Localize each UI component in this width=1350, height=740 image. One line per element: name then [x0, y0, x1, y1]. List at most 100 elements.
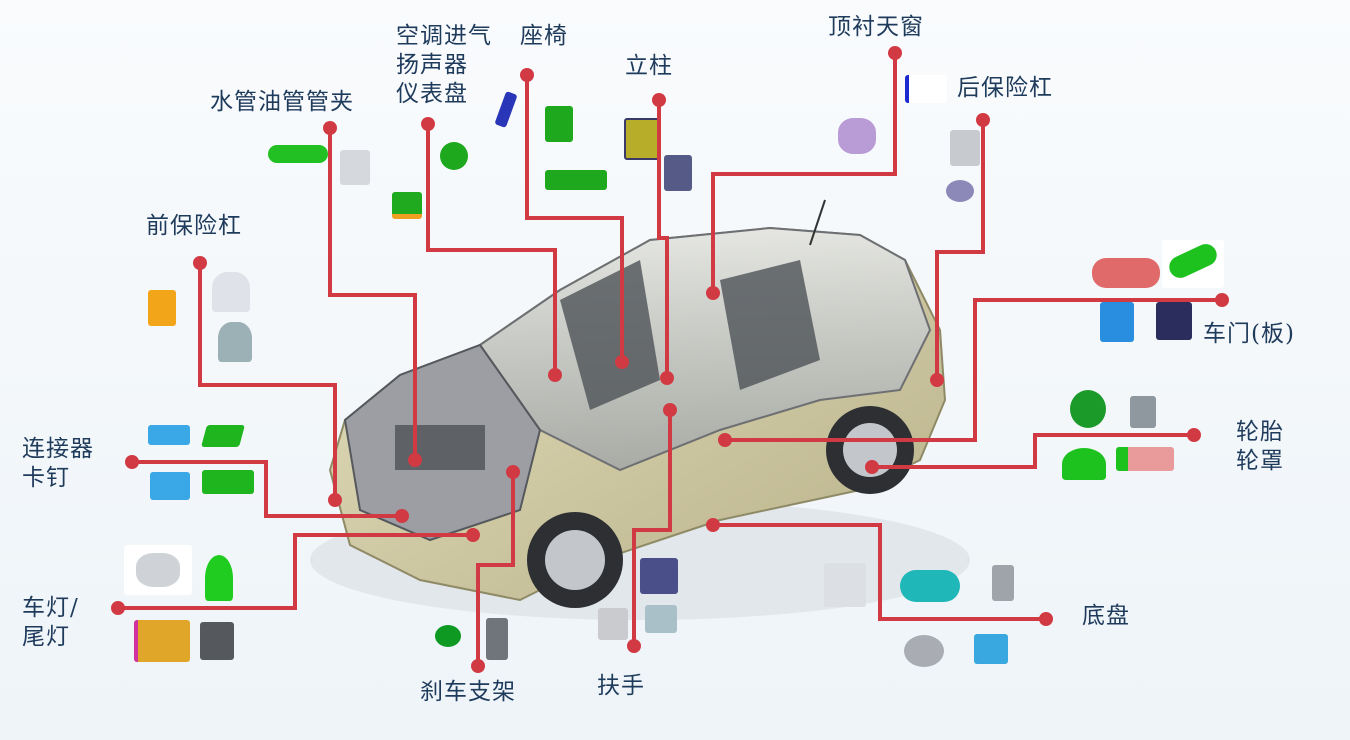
leader-line-lamp [118, 533, 473, 610]
anchor-dot [408, 453, 422, 467]
part-thumbnail [624, 118, 660, 160]
label-armrest: 扶手 [597, 673, 645, 699]
anchor-dot [466, 528, 480, 542]
part-thumbnail [1162, 240, 1224, 288]
leader-line-tire [872, 433, 1194, 469]
leader-line-brake [476, 472, 515, 666]
part-thumbnail [392, 192, 422, 219]
part-thumbnail [134, 620, 190, 662]
leader-line-headliner [711, 53, 897, 293]
anchor-dot [323, 121, 337, 135]
label-connector-clip: 连接器 卡钉 [22, 436, 94, 491]
leader-line-front-bumper [198, 263, 337, 500]
label-front-bumper: 前保险杠 [146, 213, 242, 239]
anchor-dot [520, 68, 534, 82]
anchor-dot [976, 113, 990, 127]
leader-line-connector [132, 460, 402, 518]
part-thumbnail [824, 563, 866, 607]
anchor-dot [1215, 293, 1229, 307]
part-thumbnail [838, 118, 876, 154]
label-door-panel: 车门(板) [1203, 321, 1295, 347]
part-thumbnail [268, 145, 328, 163]
anchor-dot [718, 433, 732, 447]
anchor-dot [706, 518, 720, 532]
part-thumbnail [598, 608, 628, 640]
label-pillar: 立柱 [625, 53, 673, 79]
anchor-dot [421, 117, 435, 131]
part-thumbnail [435, 625, 461, 647]
part-thumbnail [340, 150, 370, 185]
anchor-dot [865, 460, 879, 474]
part-thumbnail [950, 130, 980, 166]
part-thumbnail [440, 142, 468, 170]
part-thumbnail [150, 472, 190, 500]
label-pipe-clamp: 水管油管管夹 [210, 89, 354, 115]
antenna [809, 199, 826, 246]
part-thumbnail [1156, 302, 1192, 340]
anchor-dot [652, 93, 666, 107]
leader-line-armrest [632, 410, 672, 646]
anchor-dot [125, 455, 139, 469]
label-lamp: 车灯/ 尾灯 [22, 595, 79, 650]
anchor-dot [193, 256, 207, 270]
part-thumbnail [545, 106, 573, 142]
anchor-dot [328, 493, 342, 507]
anchor-dot [660, 371, 674, 385]
anchor-dot [706, 286, 720, 300]
front-seat [560, 260, 660, 410]
anchor-dot [663, 403, 677, 417]
part-thumbnail [212, 272, 250, 312]
leader-line-rear-bumper [935, 120, 985, 380]
leader-line-ac-speaker-dash [426, 124, 557, 375]
part-thumbnail [900, 570, 960, 602]
part-thumbnail [640, 558, 678, 594]
part-thumbnail [904, 635, 944, 667]
anchor-dot [930, 373, 944, 387]
part-thumbnail [974, 634, 1008, 664]
part-thumbnail [205, 555, 233, 601]
anchor-dot [1039, 612, 1053, 626]
part-thumbnail [1100, 302, 1134, 342]
part-thumbnail [148, 290, 176, 326]
part-thumbnail [202, 470, 254, 494]
anchor-dot [615, 355, 629, 369]
label-chassis: 底盘 [1082, 603, 1130, 629]
label-brake-bracket: 刹车支架 [420, 679, 516, 705]
part-thumbnail [664, 155, 692, 191]
anchor-dot [888, 46, 902, 60]
label-ac-speaker-dash: 空调进气 扬声器 仪表盘 [396, 23, 492, 107]
part-thumbnail [992, 565, 1014, 601]
part-thumbnail [545, 170, 607, 190]
part-thumbnail [645, 605, 677, 633]
leader-line-pillar [657, 100, 669, 378]
leader-line-chassis [713, 523, 1046, 621]
label-rear-bumper: 后保险杠 [957, 75, 1053, 101]
part-thumbnail [1116, 447, 1174, 471]
leader-line-door [725, 298, 1222, 442]
leader-line-seat [525, 75, 624, 362]
rear-seat [720, 260, 820, 390]
label-seat: 座椅 [520, 23, 568, 49]
part-thumbnail [1092, 258, 1160, 288]
part-thumbnail [486, 618, 508, 660]
leader-line-pipe-clamp [328, 128, 417, 460]
part-thumbnail [200, 622, 234, 660]
anchor-dot [471, 659, 485, 673]
anchor-dot [548, 368, 562, 382]
part-thumbnail [1070, 390, 1106, 428]
part-thumbnail [1062, 448, 1106, 480]
part-thumbnail [1130, 396, 1156, 428]
part-thumbnail [148, 425, 190, 445]
part-thumbnail [124, 545, 192, 595]
anchor-dot [506, 465, 520, 479]
anchor-dot [111, 601, 125, 615]
part-thumbnail [218, 322, 252, 362]
label-tire-wheelhouse: 轮胎 轮罩 [1236, 419, 1284, 474]
anchor-dot [395, 509, 409, 523]
anchor-dot [627, 639, 641, 653]
anchor-dot [1187, 428, 1201, 442]
part-thumbnail [905, 75, 947, 103]
